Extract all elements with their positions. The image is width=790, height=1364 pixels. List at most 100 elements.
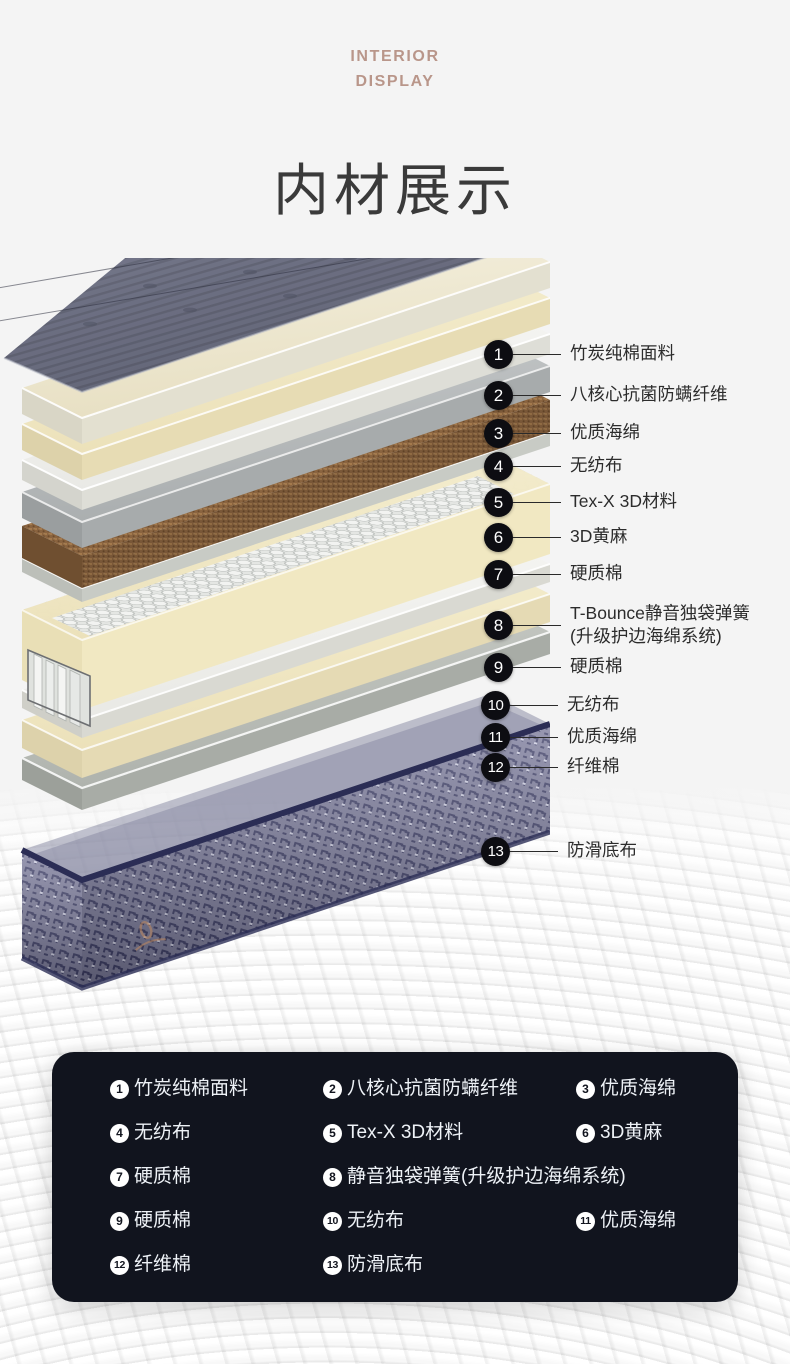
legend-label: 优质海绵: [600, 1210, 677, 1231]
legend-grid: 1 竹炭纯棉面料 2 八核心抗菌防螨纤维 3 优质海绵 4 无纺布 5 Tex-…: [52, 1052, 738, 1302]
callout-badge: 5: [484, 488, 513, 517]
legend-badge: 7: [110, 1167, 129, 1187]
legend-item-3[interactable]: 3 优质海绵: [576, 1078, 676, 1100]
callout-leader-line: [513, 667, 561, 668]
callout-leader-line: [510, 737, 558, 738]
callout-label: 纤维棉: [567, 756, 620, 776]
eyebrow-text: INTERIOR DISPLAY: [0, 44, 790, 94]
legend-label: 八核心抗菌防螨纤维: [347, 1078, 519, 1099]
legend-label: 硬质棉: [134, 1166, 192, 1187]
legend-row: 1 竹炭纯棉面料 2 八核心抗菌防螨纤维 3 优质海绵: [52, 1078, 738, 1122]
legend-item-5[interactable]: 5 Tex-X 3D材料: [323, 1122, 463, 1144]
callout-8[interactable]: 8 T-Bounce静音独袋弹簧 (升级护边海绵系统): [484, 603, 750, 648]
callout-11[interactable]: 11 优质海绵: [481, 723, 637, 752]
callout-badge: 3: [484, 419, 513, 448]
legend-label: Tex-X 3D材料: [347, 1122, 464, 1143]
callout-badge: 6: [484, 523, 513, 552]
layer-quilted-cover: [0, 258, 488, 394]
page-header: INTERIOR DISPLAY 内材展示: [0, 0, 790, 250]
callout-leader-line: [510, 767, 558, 768]
callout-leader-line: [513, 502, 561, 503]
legend-item-1[interactable]: 1 竹炭纯棉面料: [110, 1078, 248, 1100]
callout-label: 防滑底布: [567, 840, 637, 860]
callout-label: 无纺布: [567, 694, 620, 714]
legend-badge: 13: [323, 1255, 342, 1275]
legend-item-6[interactable]: 6 3D黄麻: [576, 1122, 662, 1144]
eyebrow-line-2: DISPLAY: [355, 73, 435, 90]
legend-item-7[interactable]: 7 硬质棉: [110, 1166, 191, 1188]
callout-badge: 8: [484, 611, 513, 640]
legend-item-13[interactable]: 13 防滑底布: [323, 1254, 423, 1276]
legend-label: 防滑底布: [347, 1254, 424, 1275]
legend-badge: 5: [323, 1123, 342, 1143]
callout-badge: 11: [481, 723, 510, 752]
callout-label: T-Bounce静音独袋弹簧 (升级护边海绵系统): [570, 603, 750, 646]
legend-item-8[interactable]: 8 静音独袋弹簧(升级护边海绵系统): [323, 1166, 626, 1188]
legend-badge: 3: [576, 1079, 595, 1099]
legend-item-11[interactable]: 11 优质海绵: [576, 1210, 676, 1232]
callout-leader-line: [510, 851, 558, 852]
callout-list: 1 竹炭纯棉面料 2 八核心抗菌防螨纤维 3 优质海绵 4 无纺布 5 Tex-…: [481, 340, 750, 866]
legend-label: 竹炭纯棉面料: [134, 1078, 249, 1099]
callout-leader-line: [513, 625, 561, 626]
legend-label: 硬质棉: [134, 1210, 192, 1231]
callout-label: 硬质棉: [570, 563, 623, 583]
callout-label: 优质海绵: [567, 726, 637, 746]
callout-leader-line: [513, 537, 561, 538]
callout-6[interactable]: 6 3D黄麻: [484, 523, 627, 552]
callout-label: Tex-X 3D材料: [570, 491, 677, 511]
legend-item-4[interactable]: 4 无纺布: [110, 1122, 191, 1144]
callout-leader-line: [513, 433, 561, 434]
callout-label: 无纺布: [570, 455, 623, 475]
callout-leader-line: [513, 395, 561, 396]
legend-badge: 10: [323, 1211, 342, 1231]
legend-label: 无纺布: [134, 1122, 192, 1143]
legend-item-2[interactable]: 2 八核心抗菌防螨纤维: [323, 1078, 518, 1100]
legend-badge: 1: [110, 1079, 129, 1099]
legend-row: 9 硬质棉 10 无纺布 11 优质海绵: [52, 1210, 738, 1254]
legend-badge: 9: [110, 1211, 129, 1231]
callout-7[interactable]: 7 硬质棉: [484, 560, 623, 589]
callout-10[interactable]: 10 无纺布: [481, 691, 620, 720]
callout-badge: 13: [481, 837, 510, 866]
callout-5[interactable]: 5 Tex-X 3D材料: [484, 488, 677, 517]
legend-row: 7 硬质棉 8 静音独袋弹簧(升级护边海绵系统): [52, 1166, 738, 1210]
callout-12[interactable]: 12 纤维棉: [481, 753, 620, 782]
callout-4[interactable]: 4 无纺布: [484, 452, 623, 481]
callout-badge: 9: [484, 653, 513, 682]
callout-label: 八核心抗菌防螨纤维: [570, 384, 728, 404]
callout-2[interactable]: 2 八核心抗菌防螨纤维: [484, 381, 728, 410]
legend-label: 静音独袋弹簧(升级护边海绵系统): [347, 1166, 626, 1187]
callout-label: 优质海绵: [570, 422, 640, 442]
eyebrow-line-1: INTERIOR: [350, 48, 440, 65]
legend-badge: 12: [110, 1255, 129, 1275]
callout-1[interactable]: 1 竹炭纯棉面料: [484, 340, 675, 369]
callout-leader-line: [513, 354, 561, 355]
callout-label: 竹炭纯棉面料: [570, 343, 675, 363]
callout-3[interactable]: 3 优质海绵: [484, 419, 640, 448]
legend-item-10[interactable]: 10 无纺布: [323, 1210, 404, 1232]
callout-badge: 10: [481, 691, 510, 720]
legend-label: 纤维棉: [134, 1254, 192, 1275]
callout-badge: 12: [481, 753, 510, 782]
callout-leader-line: [513, 574, 561, 575]
layer-antibacterial-fiber: [21, 258, 550, 444]
callout-label: 3D黄麻: [570, 526, 628, 546]
callout-9[interactable]: 9 硬质棉: [484, 653, 623, 682]
legend-row: 12 纤维棉 13 防滑底布: [52, 1254, 738, 1298]
legend-row: 4 无纺布 5 Tex-X 3D材料 6 3D黄麻: [52, 1122, 738, 1166]
legend-badge: 6: [576, 1123, 595, 1143]
legend-item-9[interactable]: 9 硬质棉: [110, 1210, 191, 1232]
callout-leader-line: [513, 466, 561, 467]
legend-label: 优质海绵: [600, 1078, 677, 1099]
callout-badge: 7: [484, 560, 513, 589]
callout-label: 硬质棉: [570, 656, 623, 676]
legend-panel: 1 竹炭纯棉面料 2 八核心抗菌防螨纤维 3 优质海绵 4 无纺布 5 Tex-…: [52, 1052, 738, 1302]
callout-badge: 4: [484, 452, 513, 481]
callout-badge: 1: [484, 340, 513, 369]
legend-label: 无纺布: [347, 1210, 405, 1231]
page-title: 内材展示: [273, 159, 517, 222]
callout-13[interactable]: 13 防滑底布: [481, 837, 637, 866]
legend-item-12[interactable]: 12 纤维棉: [110, 1254, 191, 1276]
callout-leader-line: [510, 705, 558, 706]
